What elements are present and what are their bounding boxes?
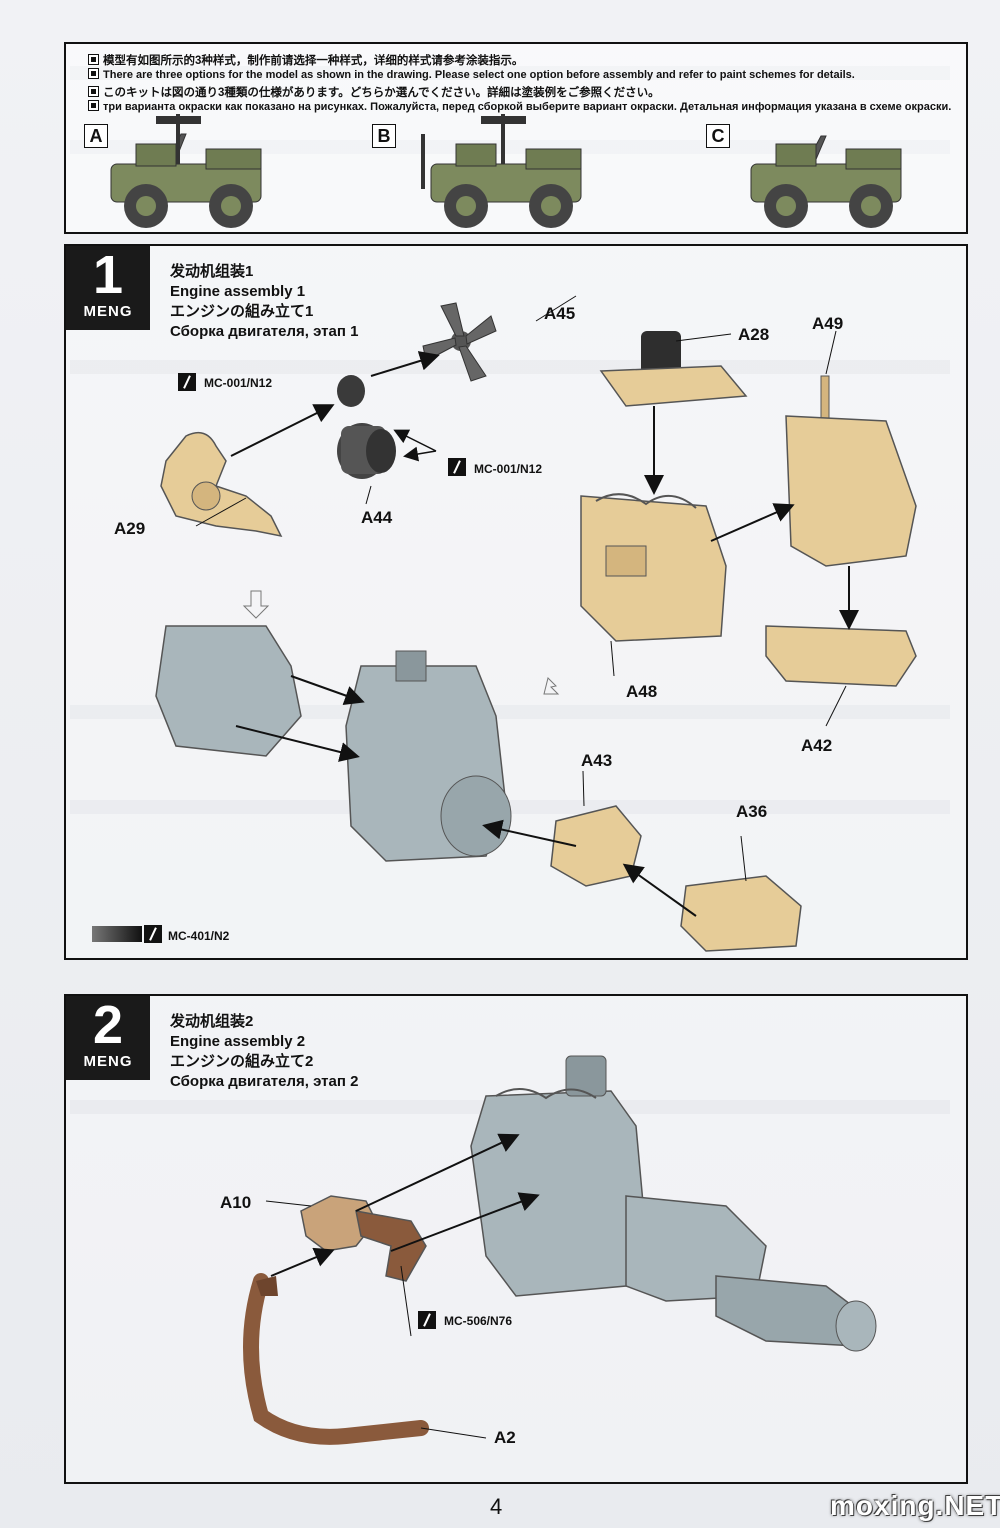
step2-badge: 2 MENG: [66, 995, 150, 1080]
step1-title-ru: Сборка двигателя, этап 1: [170, 323, 359, 340]
vehicle-a-image: [110, 114, 262, 228]
step2-title-jp: エンジンの組み立て2: [170, 1053, 314, 1070]
bleed-through-text: [70, 360, 950, 374]
part-a28-image: [599, 331, 748, 407]
paint-brush-icon: [418, 1311, 436, 1329]
page-number: 4: [490, 1494, 503, 1519]
part-label-a49: A49: [812, 314, 844, 333]
part-label-a42: A42: [801, 736, 833, 755]
part-a43-image: [550, 805, 642, 887]
step1-title-cn: 发动机组装1: [170, 263, 254, 280]
step1-title-en: Engine assembly 1: [170, 283, 306, 300]
part-label-a2: A2: [494, 1428, 516, 1447]
color-swatch: [92, 926, 142, 942]
step1-title-jp: エンジンの組み立て1: [170, 303, 314, 320]
flag-icon: [88, 68, 99, 79]
paint-code-mc001-a: MC-001/N12: [204, 376, 273, 390]
flag-icon: [88, 54, 99, 65]
flag-icon: [88, 86, 99, 97]
paint-code-mc401: MC-401/N2: [168, 929, 230, 943]
part-label-a44: A44: [361, 508, 393, 527]
step2-diagram: [243, 1055, 877, 1445]
paint-code-mc506: MC-506/N76: [444, 1314, 513, 1328]
step1-brand: MENG: [83, 303, 133, 320]
part-label-a29: A29: [114, 519, 146, 538]
part-label-a43: A43: [581, 751, 613, 770]
assembled-engine-image: [155, 625, 512, 862]
watermark: moxing.NET: [830, 1490, 1000, 1521]
part-a29-image: [160, 431, 283, 538]
paint-brush-icon: [144, 925, 162, 943]
options-line-jp: このキットは図の通り3種類の仕様があります。どちらか選んでください。詳細は塗装例…: [88, 84, 660, 100]
part-a45-image: [422, 302, 497, 382]
flag-icon: [88, 100, 99, 111]
options-line-cn: 模型有如图所示的3种样式，制作前请选择一种样式，详细的样式请参考涂装指示。: [88, 52, 523, 68]
variant-label-a: A: [84, 124, 108, 148]
part-label-a45: A45: [544, 304, 576, 323]
part-label-a36: A36: [736, 802, 768, 821]
step1-diagram: [155, 295, 917, 952]
step1-badge: 1 MENG: [66, 245, 150, 330]
part-a42-image: [765, 625, 917, 687]
part-a2-image: [243, 1273, 429, 1445]
part-a48-image: [580, 493, 727, 642]
part-a44-image: [337, 375, 396, 479]
paint-brush-icon: [448, 458, 466, 476]
step2-box: 2 MENG 发动机组装2 Engine assembly 2 エンジンの組み立…: [64, 994, 968, 1484]
hose-end-image: [256, 1276, 278, 1296]
part-a10-image: [300, 1195, 427, 1282]
options-line-ru: три варианта окраски как показано на рис…: [88, 100, 951, 113]
variant-label-b: B: [372, 124, 396, 148]
step2-number: 2: [92, 995, 124, 1055]
options-line-en: There are three options for the model as…: [88, 68, 855, 81]
step2-brand: MENG: [83, 1053, 133, 1070]
step1-number: 1: [92, 245, 124, 305]
part-a36-image: [680, 875, 802, 952]
part-label-a28: A28: [738, 325, 770, 344]
paint-brush-icon: [178, 373, 196, 391]
engine-assembly-image: [470, 1055, 877, 1352]
vehicle-c-image: [750, 135, 902, 228]
vehicle-illustrations: [110, 114, 902, 228]
variant-label-c: C: [706, 124, 730, 148]
part-a49-image: [785, 375, 917, 567]
options-box: 模型有如图所示的3种样式，制作前请选择一种样式，详细的样式请参考涂装指示。 Th…: [64, 42, 968, 234]
part-label-a10: A10: [220, 1193, 252, 1212]
paint-code-mc001-b: MC-001/N12: [474, 462, 543, 476]
step2-title-ru: Сборка двигателя, этап 2: [170, 1073, 359, 1090]
part-label-a48: A48: [626, 682, 658, 701]
step2-title-cn: 发动机组装2: [170, 1013, 254, 1030]
step2-title-en: Engine assembly 2: [170, 1033, 306, 1050]
vehicle-b-image: [421, 114, 582, 228]
step1-box: 1 MENG 发动机组装1 Engine assembly 1 エンジンの組み立…: [64, 244, 968, 960]
